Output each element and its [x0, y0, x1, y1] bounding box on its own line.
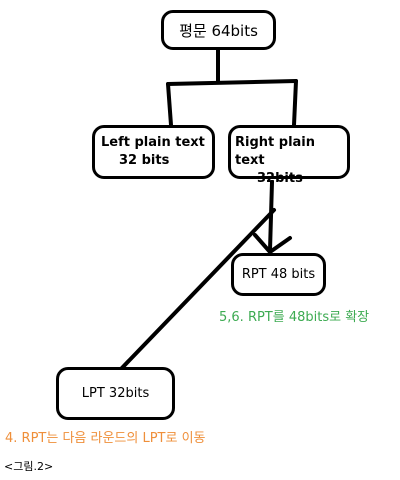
figure-caption: <그림.2> — [4, 460, 54, 473]
rpt-arrowhead — [253, 233, 292, 254]
right-box-size: 32bits — [257, 171, 303, 186]
right-branch-line — [292, 79, 298, 127]
right-plain-text-box: Right plain text 32bits — [228, 125, 350, 186]
right-box-title: Right plain text — [235, 135, 316, 168]
lpt-diagonal-line — [118, 208, 276, 372]
left-branch-line — [166, 82, 173, 127]
left-box-size: 32 bits — [119, 153, 170, 168]
move-note: 4. RPT는 다음 라운드의 LPT로 이동 — [5, 431, 206, 446]
left-plain-text-box: Left plain text 32 bits — [92, 125, 215, 179]
left-box-title: Left plain text — [101, 135, 205, 150]
plaintext-box: 평문 64bits — [161, 10, 276, 50]
rpt-48-box: RPT 48 bits — [231, 253, 326, 296]
rpt-box-label: RPT 48 bits — [241, 267, 316, 282]
plaintext-label: 평문 64bits — [179, 21, 258, 40]
lpt-box-label: LPT 32bits — [81, 386, 150, 401]
expand-note: 5,6. RPT를 48bits로 확장 — [219, 310, 370, 325]
split-bar-line — [166, 79, 298, 86]
lpt-32-box: LPT 32bits — [56, 367, 175, 420]
